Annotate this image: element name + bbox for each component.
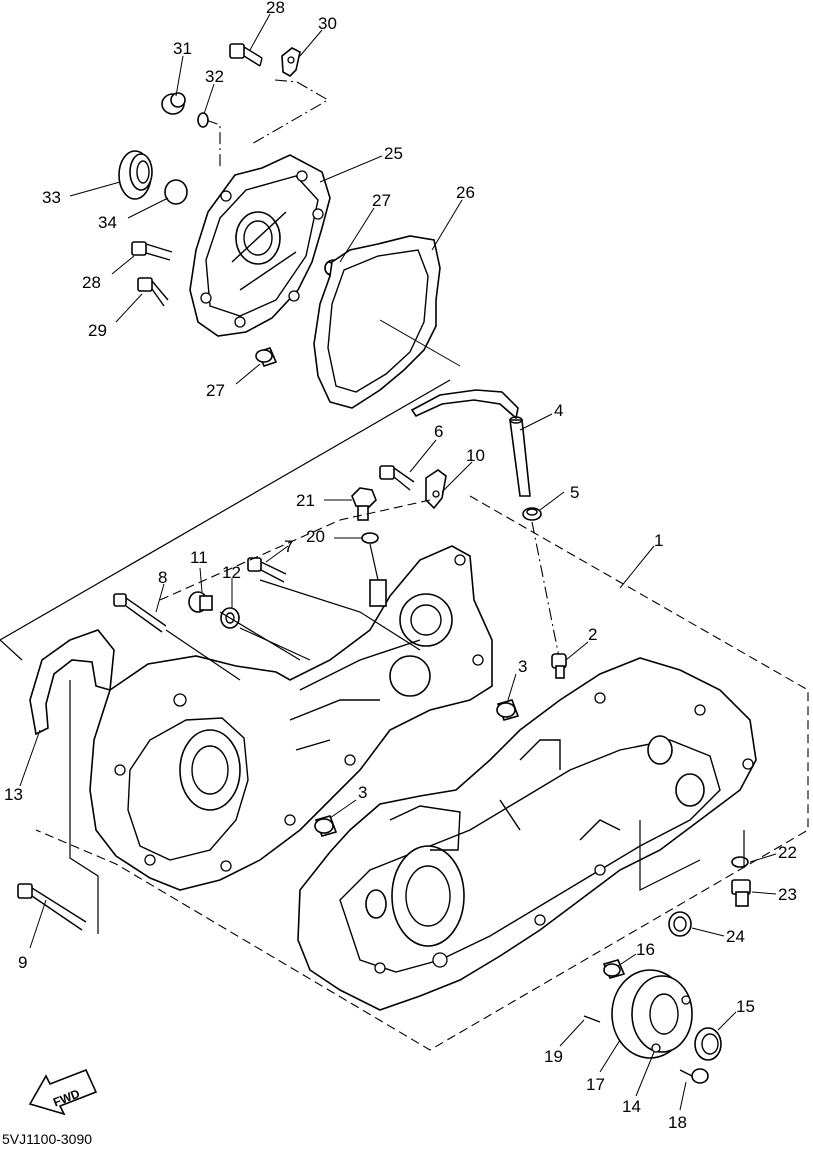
assembly-boundary-line (639, 820, 701, 891)
callout-8: 8 (158, 568, 167, 587)
plug-31 (161, 92, 186, 115)
washer-20 (361, 532, 379, 544)
callout-28-top: 28 (266, 0, 285, 17)
assembly-boundary-line (369, 543, 379, 581)
breather-pipe (410, 389, 519, 420)
assembly-boundary-line (0, 379, 451, 661)
callout-3-upper: 3 (518, 657, 527, 676)
callout-21: 21 (296, 491, 315, 510)
callout-6: 6 (434, 422, 443, 441)
bolt-7 (247, 557, 287, 583)
assembly-boundary-line (239, 627, 311, 661)
assembly-boundary-dashed (159, 499, 431, 601)
clamp-10 (425, 469, 447, 510)
callout-17: 17 (586, 1075, 605, 1094)
bolt-8 (113, 593, 167, 633)
leader-lines (19, 13, 777, 1111)
bolt-9 (17, 883, 87, 931)
group-boundary-line (205, 119, 221, 170)
crankcase-right (297, 657, 757, 1011)
callout-33: 33 (42, 188, 61, 207)
pin-19 (583, 1015, 601, 1023)
bolt-29 (137, 277, 169, 307)
callout-20: 20 (306, 527, 325, 546)
plug-23 (731, 879, 751, 907)
nut-11 (188, 591, 213, 613)
callout-1: 1 (654, 531, 663, 550)
clip-5 (522, 507, 542, 521)
gasket-26 (313, 235, 441, 409)
dowel-16 (602, 959, 626, 979)
group-boundary-line (249, 81, 330, 146)
callout-15: 15 (736, 997, 755, 1016)
dowel-3-upper (496, 699, 520, 721)
washer-22 (731, 856, 749, 868)
callout-34: 34 (98, 213, 117, 232)
callout-11: 11 (190, 548, 208, 567)
callout-4: 4 (554, 401, 563, 420)
callout-27-upper: 27 (372, 191, 391, 210)
callout-12: 12 (222, 563, 241, 582)
bolt-28-left (131, 241, 173, 261)
group-boundary-line (274, 79, 298, 83)
gasket-26-reference-line (379, 319, 461, 367)
plate-13 (29, 629, 115, 736)
plug-21 (351, 487, 377, 521)
callout-19: 19 (544, 1047, 563, 1066)
callout-24: 24 (726, 927, 745, 946)
assembly-boundary-line (219, 611, 301, 661)
fwd-arrow-icon: FWD (28, 1068, 98, 1116)
bolt-28-top (229, 43, 263, 67)
oil-seal-15 (694, 1027, 722, 1061)
dowel-3-lower (314, 815, 338, 837)
callout-25: 25 (384, 144, 403, 163)
crankcase-cover-25 (189, 154, 331, 337)
callout-23: 23 (778, 885, 797, 904)
hose-4 (509, 416, 531, 497)
callout-16: 16 (636, 940, 655, 959)
assembly-boundary-line (165, 629, 241, 681)
callout-26: 26 (456, 183, 475, 202)
cover-14 (611, 969, 693, 1059)
callout-31: 31 (173, 39, 192, 58)
callout-22: 22 (778, 843, 797, 862)
callout-5: 5 (570, 483, 579, 502)
assembly-boundary-line (69, 680, 99, 934)
callout-28-left: 28 (82, 273, 101, 292)
callout-30: 30 (318, 14, 337, 33)
callout-10: 10 (466, 446, 485, 465)
clamp-30 (281, 47, 301, 77)
o-ring-34 (164, 179, 188, 205)
oil-seal-24 (668, 911, 692, 937)
callout-27-lower: 27 (206, 381, 225, 400)
callout-2: 2 (588, 625, 597, 644)
drawing-code: 5VJ1100-3090 (2, 1131, 93, 1147)
o-ring-32 (197, 112, 209, 128)
callout-9: 9 (18, 953, 27, 972)
assembly-boundary-line (259, 579, 421, 651)
hose-leader-line (531, 521, 561, 663)
callout-13: 13 (4, 785, 23, 804)
callout-32: 32 (205, 67, 224, 86)
part-callouts: 28 30 31 32 25 33 34 27 26 28 29 27 4 6 … (4, 0, 797, 1132)
callout-29: 29 (88, 321, 107, 340)
callout-18: 18 (668, 1113, 687, 1132)
oil-seal-33 (118, 150, 153, 200)
bolt-6 (379, 465, 415, 491)
screw-18 (679, 1068, 709, 1084)
callout-7: 7 (284, 537, 293, 556)
callout-3-lower: 3 (358, 783, 367, 802)
dowel-27-lower (255, 347, 278, 367)
nipple-2 (551, 653, 567, 679)
assembly-boundary-dashed (35, 495, 809, 1051)
callout-14: 14 (622, 1097, 641, 1116)
